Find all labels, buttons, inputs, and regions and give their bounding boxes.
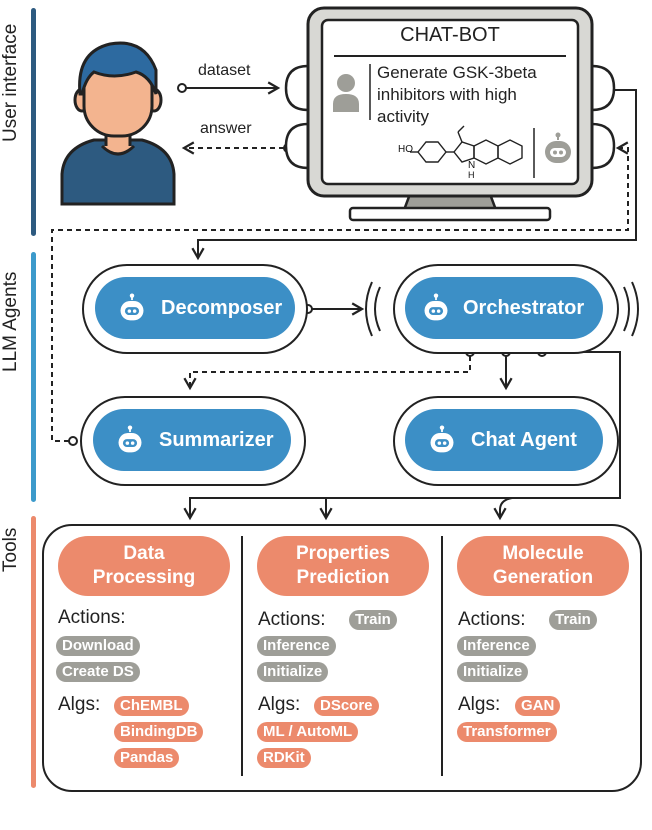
properties-prediction-title-1: Properties	[296, 543, 390, 564]
alg-chip[interactable]: GAN	[515, 696, 561, 716]
molecule-n-label: N	[468, 160, 476, 171]
orchestrator-wave-left	[374, 286, 381, 332]
action-chip[interactable]: Initialize	[457, 662, 529, 682]
molecule-generation-tool[interactable]: Molecule Generation	[457, 536, 629, 596]
tools-branch-3	[493, 497, 513, 521]
orchestrator-robot-icon	[424, 293, 448, 321]
orchestrator-wave-right-outer	[631, 281, 639, 337]
summarizer-agent[interactable]: Summarizer	[93, 409, 291, 471]
tools-divider-2	[441, 536, 443, 776]
data-processing-title-2: Processing	[92, 567, 196, 588]
molecule-h-label: H	[468, 170, 475, 180]
action-chip[interactable]: Initialize	[257, 662, 329, 682]
chat-agent-robot-icon	[430, 425, 454, 453]
molecule-ho-label: HO	[398, 144, 413, 155]
monitor-to-decomposer-line	[191, 89, 637, 261]
alg-chip[interactable]: RDKit	[257, 748, 311, 768]
robot-icon	[545, 132, 571, 163]
molecule-generation-title-1: Molecule	[502, 543, 584, 564]
properties-prediction-algs-label: Algs:	[258, 694, 301, 715]
chat-agent[interactable]: Chat Agent	[405, 409, 603, 471]
molecule-generation-title-2: Generation	[492, 567, 594, 588]
ui-section-rail	[31, 8, 36, 236]
action-chip[interactable]: Create DS	[56, 662, 140, 682]
properties-prediction-actions-label: Actions:	[258, 609, 326, 630]
prompt-line-1: Generate GSK-3beta	[377, 63, 537, 82]
alg-chip[interactable]: BindingDB	[114, 722, 204, 742]
action-chip[interactable]: Inference	[457, 636, 536, 656]
alg-chip[interactable]: Pandas	[114, 748, 180, 768]
alg-chip[interactable]: DScore	[314, 696, 379, 716]
decomposer-robot-icon	[120, 293, 144, 321]
answer-label: answer	[200, 120, 252, 137]
orchestrator-wave-right	[623, 286, 630, 332]
action-chip[interactable]: Train	[549, 610, 597, 630]
decomposer-agent[interactable]: Decomposer	[95, 277, 295, 339]
tools-section-rail	[31, 516, 36, 788]
chat-agent-label: Chat Agent	[471, 428, 577, 451]
alg-chip[interactable]: ChEMBL	[114, 696, 189, 716]
data-processing-tool[interactable]: Data Processing	[58, 536, 230, 596]
action-chip[interactable]: Inference	[257, 636, 336, 656]
user-person-icon	[60, 41, 176, 206]
molecule-generation-algs-label: Algs:	[458, 694, 501, 715]
properties-prediction-title-2: Prediction	[296, 567, 390, 588]
summarizer-label: Summarizer	[159, 428, 274, 451]
data-processing-title-1: Data	[123, 543, 165, 564]
orchestrator-wave-left-outer	[365, 281, 373, 337]
tools-divider-1	[241, 536, 243, 776]
data-processing-actions-label: Actions:	[58, 607, 126, 628]
molecule-generation-actions-label: Actions:	[458, 609, 526, 630]
properties-prediction-tool[interactable]: Properties Prediction	[257, 536, 429, 596]
summarizer-output-port	[68, 436, 78, 446]
summarizer-robot-icon	[118, 425, 142, 453]
data-processing-algs-label: Algs:	[58, 694, 101, 715]
summarizer-to-monitor-line	[51, 141, 629, 442]
chatbot-prompt: Generate GSK-3beta inhibitors with high …	[377, 62, 587, 128]
agents-section-rail	[31, 252, 36, 502]
monitor-frame	[284, 6, 616, 222]
dataset-arrow-origin	[177, 83, 187, 93]
orchestrator-to-tools-line	[183, 351, 621, 521]
chatbot-title: CHAT-BOT	[400, 24, 500, 46]
alg-chip[interactable]: Transformer	[457, 722, 557, 742]
action-chip[interactable]: Download	[56, 636, 140, 656]
action-chip[interactable]: Train	[349, 610, 397, 630]
orchestrator-to-summarizer-line	[183, 356, 471, 391]
prompt-line-3: activity	[377, 107, 429, 126]
alg-chip[interactable]: ML / AutoML	[257, 722, 359, 742]
orchestrator-agent[interactable]: Orchestrator	[405, 277, 603, 339]
orchestrator-label: Orchestrator	[463, 296, 585, 319]
molecule-structure	[410, 125, 523, 165]
dataset-label: dataset	[198, 62, 251, 79]
prompt-line-2: inhibitors with high	[377, 85, 517, 104]
user-avatar-icon	[333, 74, 359, 112]
decomposer-label: Decomposer	[161, 296, 283, 319]
